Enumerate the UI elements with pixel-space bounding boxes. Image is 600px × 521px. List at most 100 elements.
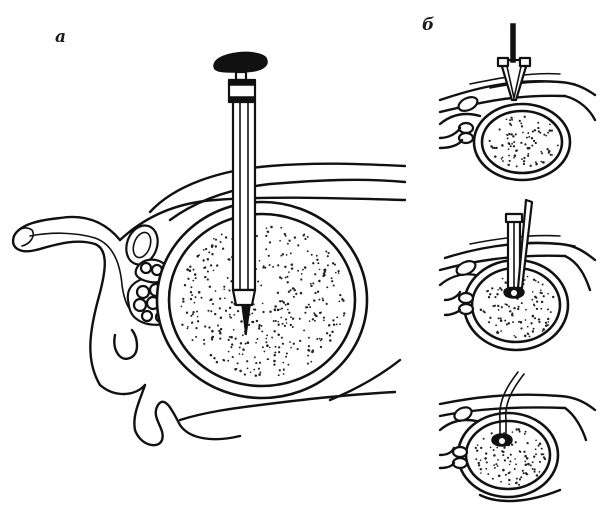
stipple-dot xyxy=(496,292,499,296)
stipple-dot xyxy=(496,465,499,467)
stipple-dot xyxy=(522,472,525,475)
scrotum-outline xyxy=(133,383,242,447)
stipple-dot xyxy=(267,254,270,257)
stipple-dot xyxy=(540,160,543,163)
stipple-dot xyxy=(210,310,213,313)
stipple-dot xyxy=(281,253,285,256)
stipple-dot xyxy=(525,308,527,311)
stipple-dot xyxy=(500,480,502,483)
stipple-dot xyxy=(536,300,539,303)
stipple-dot xyxy=(291,326,294,328)
stipple-dot xyxy=(508,478,511,482)
stipple-dot xyxy=(519,320,523,324)
stipple-dot xyxy=(531,467,534,470)
panel-b: б xyxy=(422,15,597,503)
stipple-dot xyxy=(304,311,307,314)
stipple-dot xyxy=(518,450,521,453)
stipple-dot xyxy=(505,303,508,306)
stipple-dot xyxy=(534,295,537,298)
stipple-dot xyxy=(306,235,309,238)
stipple-dot xyxy=(523,432,526,435)
stipple-dot xyxy=(513,141,516,144)
stipple-dot xyxy=(273,330,276,333)
stipple-dot xyxy=(537,444,540,447)
stipple-dot xyxy=(204,247,208,251)
stipple-dot xyxy=(274,319,277,323)
stipple-dot xyxy=(522,160,526,163)
stipple-dot xyxy=(524,143,527,146)
stipple-dot xyxy=(292,342,295,345)
stipple-dot xyxy=(499,317,502,320)
stipple-dot xyxy=(306,362,310,365)
stipple-dot xyxy=(219,331,222,335)
stipple-dot xyxy=(487,289,490,292)
stipple-dot xyxy=(286,242,289,245)
stipple-dot xyxy=(517,483,521,486)
stipple-dot xyxy=(500,330,502,332)
stipple-dot xyxy=(285,355,288,358)
stipple-dot xyxy=(261,346,264,349)
stipple-dot xyxy=(337,269,340,273)
stipple-dot xyxy=(521,469,524,472)
stipple-dot xyxy=(497,474,501,478)
stipple-dot xyxy=(191,339,194,342)
stipple-dot xyxy=(300,278,303,281)
stipple-dot xyxy=(255,234,258,238)
stipple-dot xyxy=(246,341,250,344)
stipple-dot xyxy=(515,463,517,466)
stipple-dot xyxy=(246,360,249,363)
stipple-dot xyxy=(309,306,312,309)
stipple-dot xyxy=(514,133,517,136)
stipple-dot xyxy=(533,317,537,320)
stipple-dot xyxy=(282,361,285,364)
stipple-dot xyxy=(331,330,334,334)
stipple-dot xyxy=(306,250,309,253)
urethra xyxy=(29,232,133,313)
stipple-dot xyxy=(529,164,532,167)
stipple-dot xyxy=(491,287,494,290)
stipple-dot xyxy=(535,453,537,456)
stipple-dot xyxy=(283,232,286,236)
panel-b-label: б xyxy=(422,15,434,35)
stipple-dot xyxy=(547,292,549,295)
stipple-dot xyxy=(302,268,304,271)
stipple-dot xyxy=(541,330,544,332)
stipple-dot xyxy=(527,132,530,135)
stipple-dot xyxy=(211,244,214,247)
stipple-dot xyxy=(243,373,247,376)
stipple-dot xyxy=(342,314,345,317)
stipple-dot xyxy=(507,322,511,325)
stipple-dot xyxy=(541,292,543,295)
stipple-dot xyxy=(508,463,511,466)
stipple-dot xyxy=(504,303,507,305)
stipple-dot xyxy=(190,314,193,317)
stipple-dot xyxy=(521,158,523,161)
stipple-dot xyxy=(186,268,189,271)
stipple-dot xyxy=(513,154,517,157)
stipple-dot xyxy=(524,454,527,458)
stipple-dot xyxy=(475,458,478,461)
stipple-dot xyxy=(258,373,261,376)
stipple-dot xyxy=(318,279,321,283)
stipple-dot xyxy=(493,454,496,457)
stipple-dot xyxy=(322,316,325,319)
stipple-dot xyxy=(334,271,337,274)
stipple-dot xyxy=(305,306,308,309)
stipple-dot xyxy=(503,459,507,462)
stipple-dot xyxy=(296,348,299,351)
stipple-dot xyxy=(191,294,194,297)
stipple-dot xyxy=(241,334,244,337)
stipple-dot xyxy=(512,135,515,138)
stipple-dot xyxy=(524,319,527,321)
stipple-dot xyxy=(540,150,543,153)
stipple-dot xyxy=(525,457,529,460)
stipple-dot xyxy=(484,457,487,460)
stipple-dot xyxy=(329,339,332,342)
stipple-dot xyxy=(494,296,497,299)
stipple-dot xyxy=(180,305,183,308)
stipple-dot xyxy=(497,309,500,311)
stipple-dot xyxy=(509,119,512,122)
stipple-dot xyxy=(268,346,271,349)
stipple-dot xyxy=(513,334,516,337)
stipple-dot xyxy=(280,254,283,257)
